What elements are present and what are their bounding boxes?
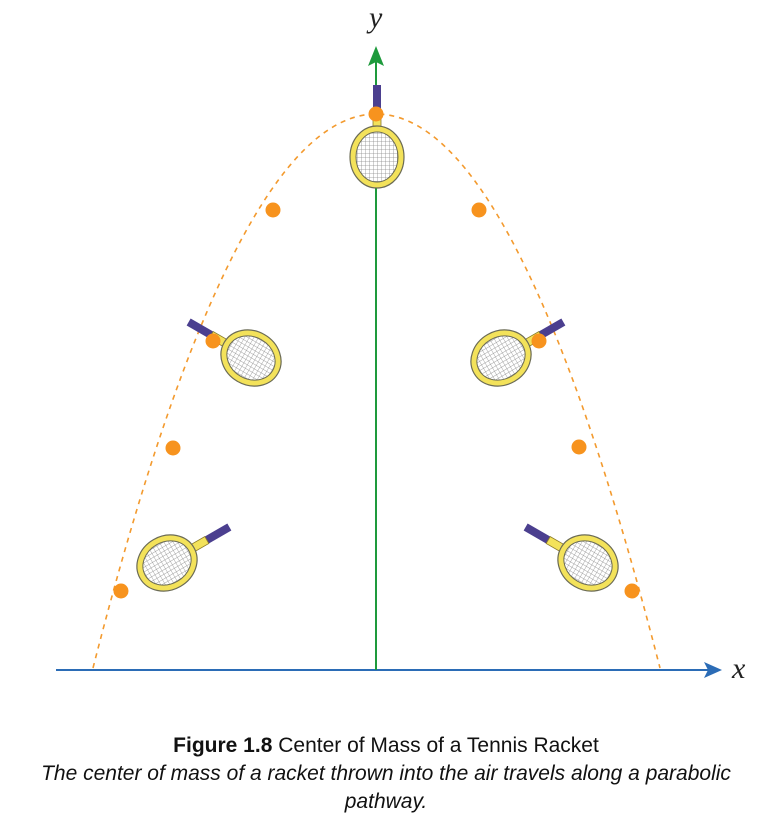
center-of-mass-dot <box>205 333 221 349</box>
center-of-mass-dot <box>471 202 487 218</box>
caption-heading: Figure 1.8 Center of Mass of a Tennis Ra… <box>0 732 772 760</box>
racket-lower-left <box>124 501 245 604</box>
center-of-mass-dot <box>113 583 129 599</box>
racket-lower-right <box>510 501 631 604</box>
center-of-mass-dot <box>624 583 640 599</box>
figure-title: Center of Mass of a Tennis Racket <box>278 734 599 757</box>
racket-upper-left <box>173 296 294 399</box>
center-of-mass-dot <box>571 439 587 455</box>
center-of-mass-dot <box>265 202 281 218</box>
racket-upper-right <box>458 296 579 399</box>
racket-trajectory-diagram: x y <box>56 1 746 685</box>
figure-number: Figure 1.8 <box>173 734 273 757</box>
figure-description: The center of mass of a racket thrown in… <box>41 762 731 813</box>
center-of-mass-dot <box>165 440 181 456</box>
figure-caption: Figure 1.8 Center of Mass of a Tennis Ra… <box>0 732 772 816</box>
racket-top <box>348 83 406 190</box>
y-axis-label: y <box>366 1 383 34</box>
x-axis-label: x <box>731 652 746 685</box>
y-axis-arrowhead <box>368 46 384 66</box>
center-of-mass-dot <box>531 333 547 349</box>
center-of-mass-dot <box>368 106 384 122</box>
x-axis-arrowhead <box>704 662 722 678</box>
